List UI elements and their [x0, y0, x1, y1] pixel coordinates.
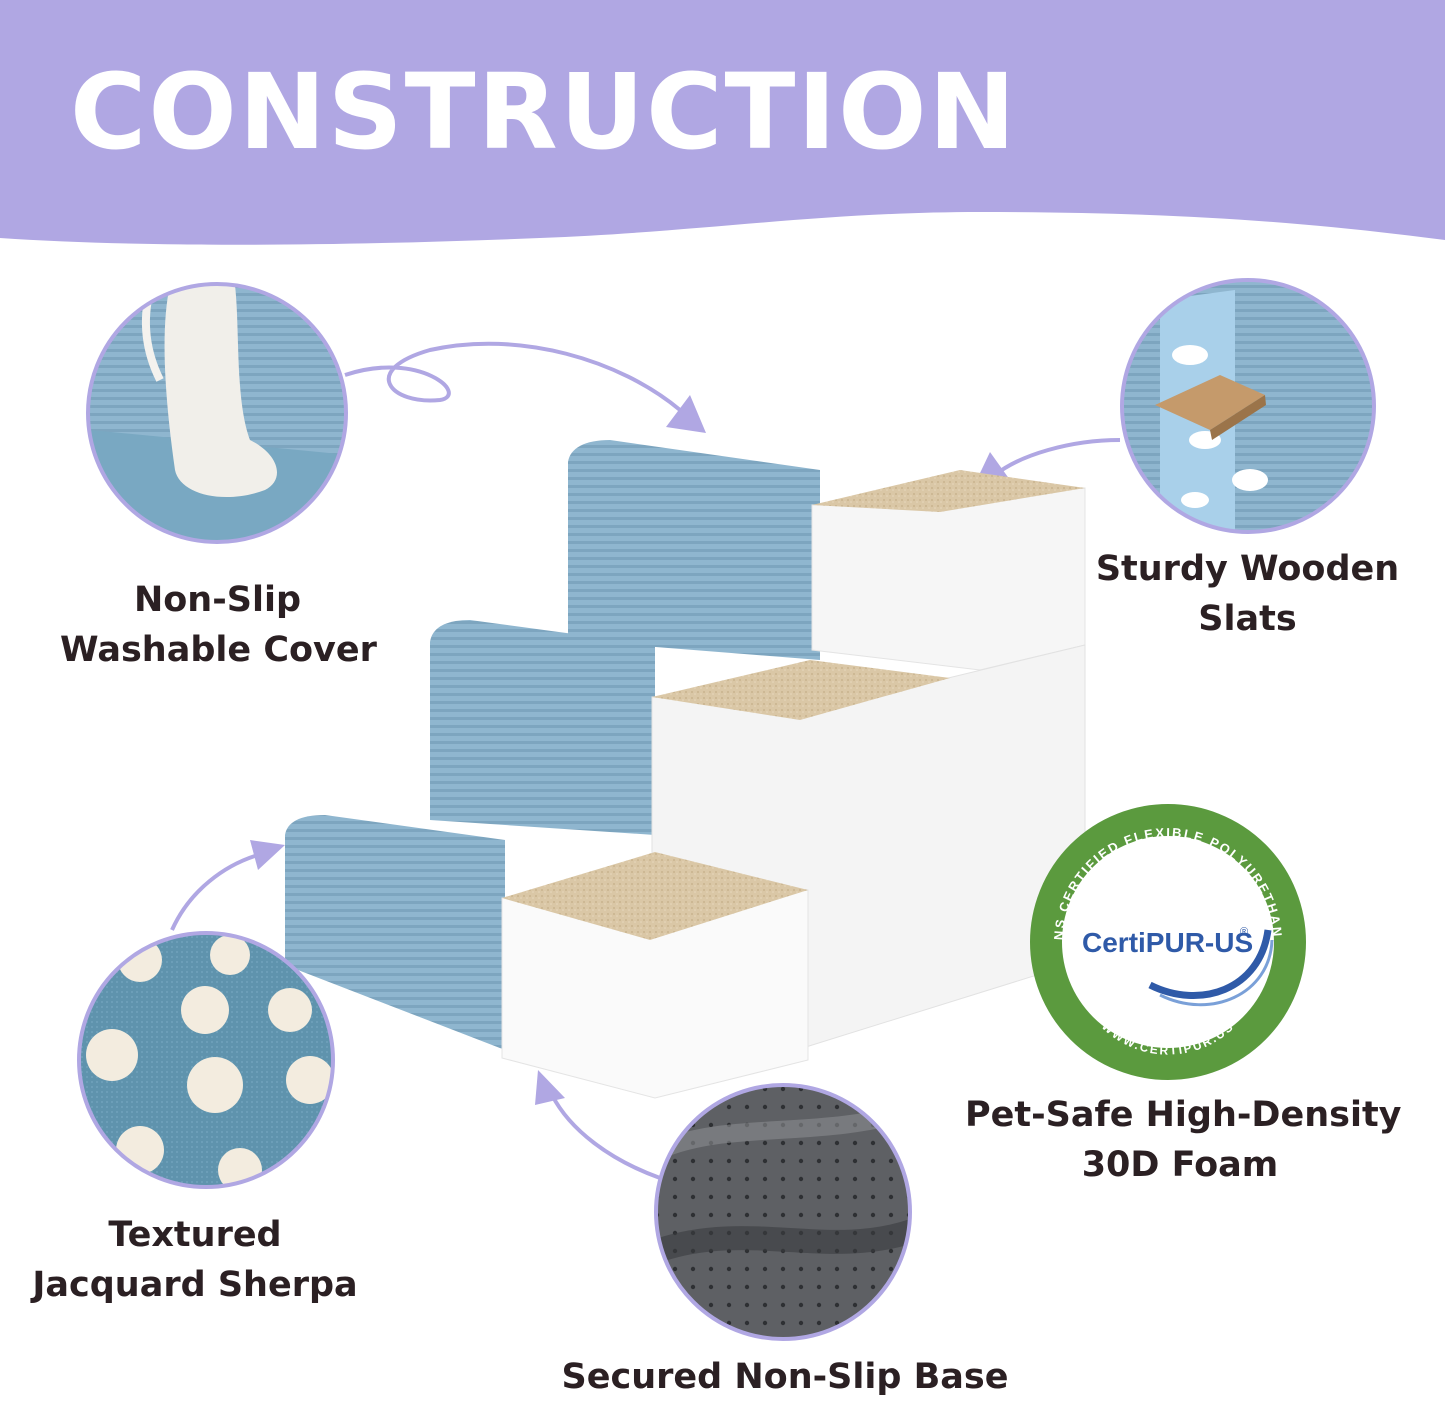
- arrow-slats: [993, 438, 1121, 477]
- arrow-cover-head: [666, 395, 706, 433]
- feature-slats-line2: Slats: [1198, 599, 1297, 639]
- sherpa-closeup: [77, 931, 335, 1189]
- seal-registered-mark: ®: [1240, 926, 1248, 938]
- feature-foam-line2: 30D Foam: [1081, 1145, 1279, 1185]
- feature-label-sherpa: Textured Jacquard Sherpa: [30, 1210, 360, 1310]
- feature-label-foam: Pet-Safe High-Density 30D Foam: [965, 1090, 1402, 1190]
- arrow-cover: [344, 341, 682, 412]
- header-banner: [0, 0, 1445, 245]
- feature-sherpa-line1: Textured: [108, 1215, 282, 1255]
- arrow-base-head: [535, 1070, 565, 1105]
- feature-foam-line1: Pet-Safe High-Density: [965, 1095, 1402, 1135]
- wooden-slat-closeup: [1120, 278, 1376, 534]
- feature-label-cover: Non-Slip Washable Cover: [60, 575, 377, 675]
- arrow-sherpa: [170, 853, 259, 931]
- arrow-sherpa-head: [250, 840, 285, 870]
- page-title: CONSTRUCTION: [70, 51, 1018, 173]
- non-slip-base-closeup: [654, 1083, 912, 1341]
- feature-label-slats: Sturdy Wooden Slats: [1095, 544, 1400, 644]
- arrow-base: [550, 1094, 661, 1180]
- feature-slats-line1: Sturdy Wooden: [1095, 549, 1400, 589]
- feature-sherpa-line2: Jacquard Sherpa: [32, 1265, 358, 1305]
- feature-cover-line1: Non-Slip: [133, 580, 302, 620]
- seal-brand-text: CertiPUR-US: [1082, 927, 1253, 958]
- corduroy-cover-closeup: [86, 282, 348, 544]
- feature-base-line1: Secured Non-Slip Base: [561, 1357, 1009, 1397]
- pet-stairs-image: [285, 440, 1086, 1099]
- feature-label-base: Secured Non-Slip Base: [560, 1352, 1010, 1402]
- feature-cover-line2: Washable Cover: [60, 630, 377, 670]
